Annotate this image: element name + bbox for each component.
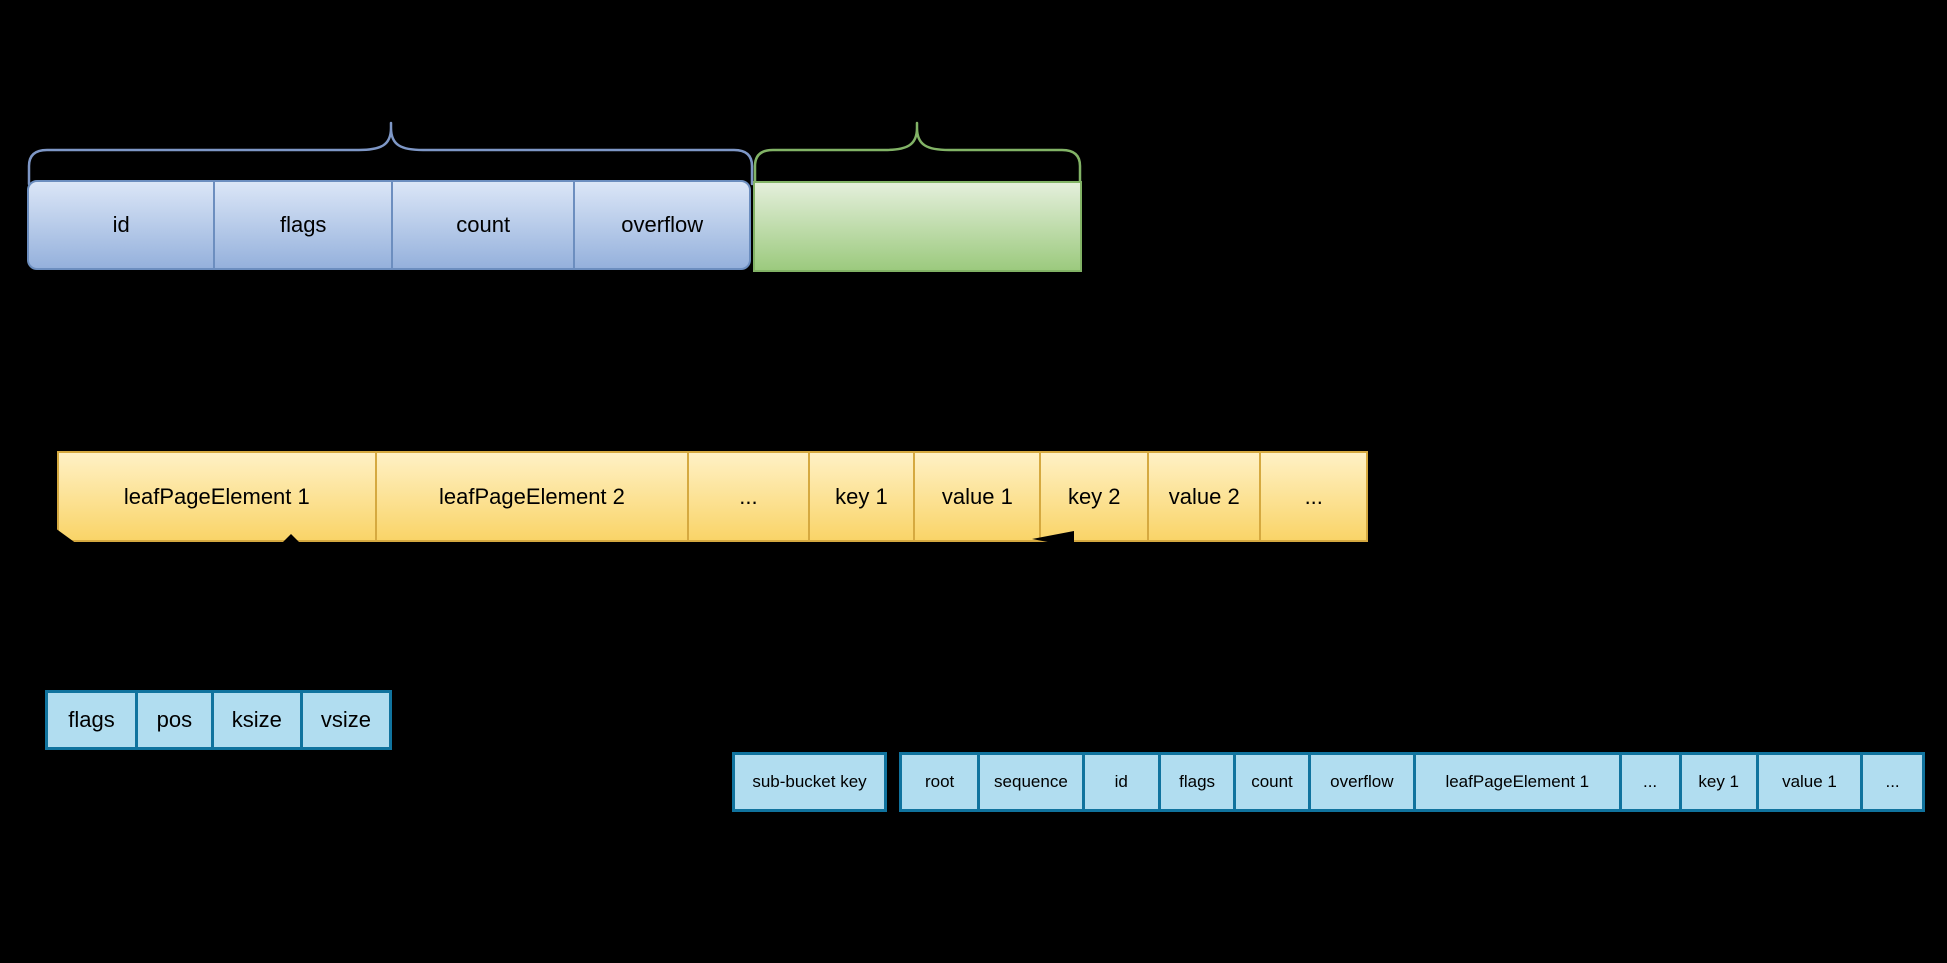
leaf-cell-value1: value 1 [915,453,1042,540]
leaf-cell-ellipsis: ... [689,453,810,540]
bucket-cell-ellipsis: ... [1622,755,1682,809]
header-cell-id: id [29,182,216,268]
struct-cell-pos: pos [138,693,214,747]
leaf-cell-element1: leafPageElement 1 [59,453,377,540]
bucket-cell-count: count [1236,755,1311,809]
data-block [753,181,1082,272]
bucket-cell-value1: value 1 [1759,755,1864,809]
bucket-cell-ellipsis2: ... [1885,772,1900,791]
data-region-brace-icon [753,121,1082,186]
sub-bucket-key-box: sub-bucket key [732,752,887,812]
leaf-element-struct-row: flags pos ksize vsize [45,690,392,750]
bucket-cell-id: id [1085,755,1161,809]
leaf-cell-key2: key 2 [1041,453,1149,540]
page-header-row: id flags count overflow [27,180,751,270]
header-cell-flags: flags [215,182,393,268]
struct-cell-ksize: ksize [214,693,303,747]
struct-cell-vsize: vsize [320,707,371,732]
header-cell-overflow: overflow [621,212,704,237]
leaf-cell-element2: leafPageElement 2 [377,453,690,540]
arrow-notch [282,534,300,543]
bucket-cell-sequence: sequence [980,755,1085,809]
bucket-cell-key1: key 1 [1682,755,1759,809]
page-header-brace-icon [27,121,754,186]
struct-cell-flags: flags [48,693,139,747]
header-cell-count: count [393,182,576,268]
inline-bucket-row: root sequence id flags count overflow le… [899,752,1925,812]
bucket-cell-root: root [902,755,981,809]
leaf-cell-key1: key 1 [810,453,916,540]
leaf-cell-value2: value 2 [1149,453,1262,540]
leaf-page-row: leafPageElement 1 leafPageElement 2 ... … [57,451,1368,542]
leaf-cell-ellipsis2: ... [1304,483,1323,509]
bucket-cell-overflow: overflow [1311,755,1416,809]
bucket-cell-element1: leafPageElement 1 [1416,755,1622,809]
bucket-cell-flags: flags [1161,755,1237,809]
